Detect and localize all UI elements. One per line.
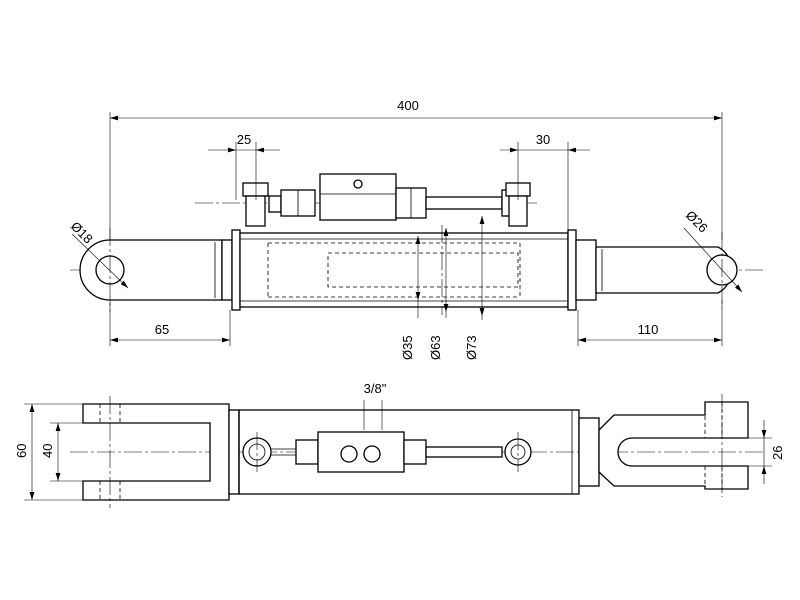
dim-left-hose-port: 25 <box>208 132 280 200</box>
top-right-hose-nut <box>403 439 427 465</box>
valve-port-left <box>340 445 358 463</box>
valve-bleed-screw <box>353 179 363 189</box>
top-left-hose-nut <box>295 439 319 465</box>
top-view-left-flange <box>228 409 240 495</box>
cylinder-barrel <box>239 225 569 315</box>
left-rod-eye <box>79 228 223 312</box>
dim-fork-inner-width: 40 <box>40 422 83 482</box>
valve-port-right <box>363 445 381 463</box>
dim-port-thread: 3/8" <box>364 381 387 430</box>
dim-barrel-outer-diameter: Ø73 <box>464 216 485 360</box>
top-hose-tube <box>425 446 503 458</box>
dim-rod-diameter: Ø35 <box>400 236 421 360</box>
dim-bore-diameter: Ø63 <box>428 228 449 360</box>
top-valve-block <box>317 431 405 473</box>
right-eye-to-barrel-label: 110 <box>638 322 659 337</box>
left-pin-diameter-label: Ø18 <box>68 219 96 247</box>
hose-tube <box>425 196 503 210</box>
left-end-cap-flange <box>231 229 241 311</box>
right-end-cap-ring <box>575 239 597 301</box>
left-hose-port-label: 25 <box>237 132 251 147</box>
bore-diameter-label: Ø63 <box>428 335 443 360</box>
barrel-outer-diameter-label: Ø73 <box>464 335 479 360</box>
side-view: 400 25 30 Ø18 Ø26 <box>68 98 765 360</box>
dim-overall-length: 400 <box>109 98 723 240</box>
fork-inner-width-label: 40 <box>40 444 55 458</box>
right-end-cap-flange <box>567 229 577 311</box>
dim-right-hose-port: 30 <box>500 132 590 232</box>
fork-outer-width-label: 60 <box>14 444 29 458</box>
dim-right-eye-to-barrel: 110 <box>577 300 723 346</box>
dim-left-eye-to-barrel: 65 <box>109 300 231 346</box>
port-thread-label: 3/8" <box>364 381 387 396</box>
left-eye-to-barrel-label: 65 <box>155 322 169 337</box>
left-port-nut <box>242 182 269 197</box>
dim-fork-outer-width: 60 <box>14 403 83 501</box>
dim-right-eye-width: 26 <box>748 420 785 484</box>
right-fork-clevis <box>598 394 749 497</box>
hose-assembly-top <box>242 431 532 473</box>
overall-length-label: 400 <box>397 98 419 113</box>
right-eye-width-label: 26 <box>770 446 785 460</box>
right-rod-eye <box>595 232 738 308</box>
right-hose-port-label: 30 <box>536 132 550 147</box>
piston-outline <box>327 252 519 288</box>
hose-assembly-side <box>242 173 531 227</box>
left-end-cap-ring <box>221 239 233 301</box>
rod-diameter-label: Ø35 <box>400 335 415 360</box>
top-view: 3/8" 60 40 26 <box>14 381 785 508</box>
top-view-right-flange <box>578 417 600 487</box>
